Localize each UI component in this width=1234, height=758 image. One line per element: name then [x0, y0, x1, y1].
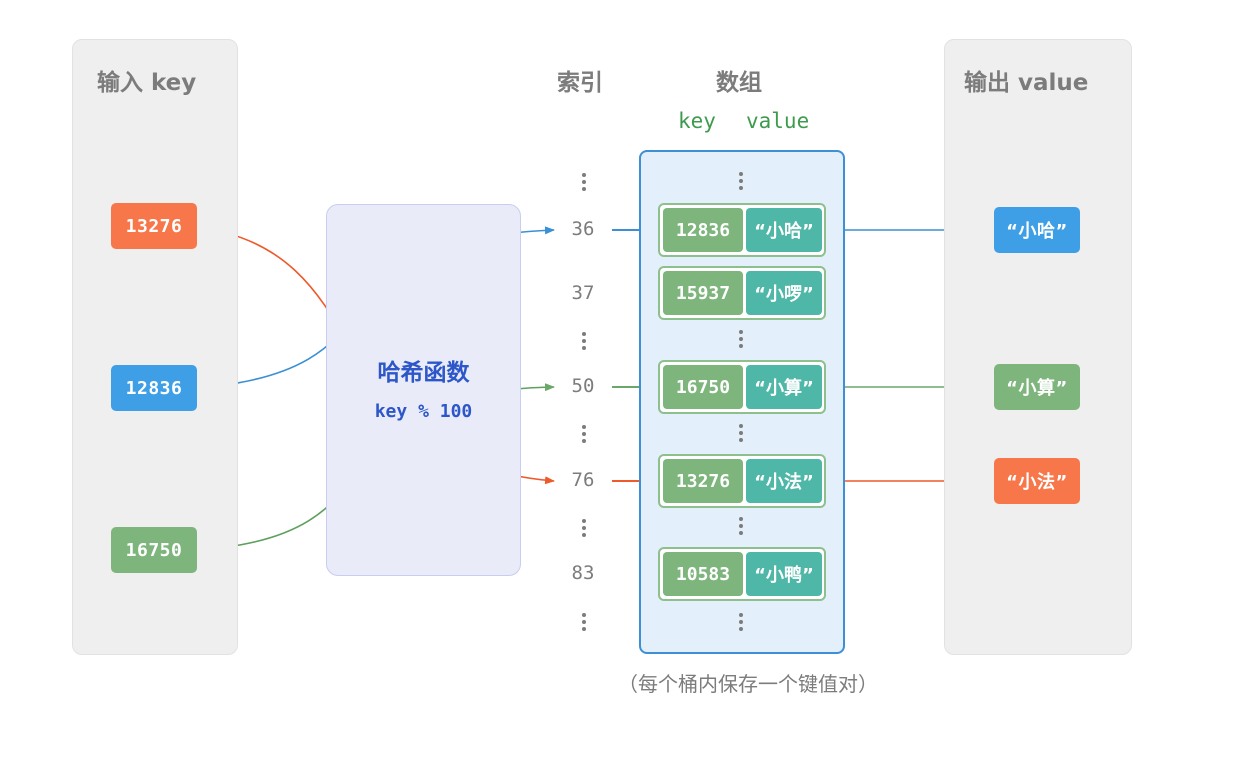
index-36: 36: [571, 218, 595, 240]
bucket-key: 10583: [663, 552, 743, 596]
input-panel-title: 输入 key: [97, 70, 197, 96]
array-subheader-key: key: [678, 109, 716, 133]
bucket-key: 16750: [663, 365, 743, 409]
array-ellipsis-icon: [738, 517, 744, 538]
input-key-13276: 13276: [111, 203, 197, 249]
index-83: 83: [571, 562, 595, 584]
bucket-value: “小法”: [746, 459, 822, 503]
bucket-50: 16750 “小算”: [658, 360, 826, 414]
output-panel-title: 输出 value: [964, 70, 1089, 96]
bucket-key: 13276: [663, 459, 743, 503]
hash-function-box: 哈希函数 key % 100: [326, 204, 521, 576]
output-value-xiaoha: “小哈”: [994, 207, 1080, 253]
array-ellipsis-icon: [738, 424, 744, 445]
array-subheader-value: value: [746, 109, 810, 133]
bucket-36: 12836 “小哈”: [658, 203, 826, 257]
array-ellipsis-icon: [738, 613, 744, 634]
index-37: 37: [571, 282, 595, 304]
array-ellipsis-icon: [738, 172, 744, 193]
bucket-83: 10583 “小鸭”: [658, 547, 826, 601]
index-header: 索引: [557, 70, 603, 96]
index-ellipsis-icon: [581, 613, 587, 634]
output-value-xiaofa: “小法”: [994, 458, 1080, 504]
index-50: 50: [571, 375, 595, 397]
array-ellipsis-icon: [738, 330, 744, 351]
index-ellipsis-icon: [581, 173, 587, 194]
array-header: 数组: [716, 70, 762, 96]
bucket-37: 15937 “小啰”: [658, 266, 826, 320]
input-key-12836: 12836: [111, 365, 197, 411]
bucket-key: 12836: [663, 208, 743, 252]
index-ellipsis-icon: [581, 519, 587, 540]
input-key-16750: 16750: [111, 527, 197, 573]
output-value-xiaosuan: “小算”: [994, 364, 1080, 410]
bucket-76: 13276 “小法”: [658, 454, 826, 508]
output-panel: [944, 39, 1132, 655]
bucket-value: “小算”: [746, 365, 822, 409]
hash-function-title: 哈希函数: [377, 360, 470, 386]
index-ellipsis-icon: [581, 425, 587, 446]
bucket-note: （每个桶内保存一个键值对）: [618, 672, 878, 696]
hash-function-formula: key % 100: [374, 401, 473, 422]
bucket-value: “小鸭”: [746, 552, 822, 596]
index-ellipsis-icon: [581, 332, 587, 353]
bucket-value: “小啰”: [746, 271, 822, 315]
index-76: 76: [571, 469, 595, 491]
bucket-key: 15937: [663, 271, 743, 315]
bucket-value: “小哈”: [746, 208, 822, 252]
